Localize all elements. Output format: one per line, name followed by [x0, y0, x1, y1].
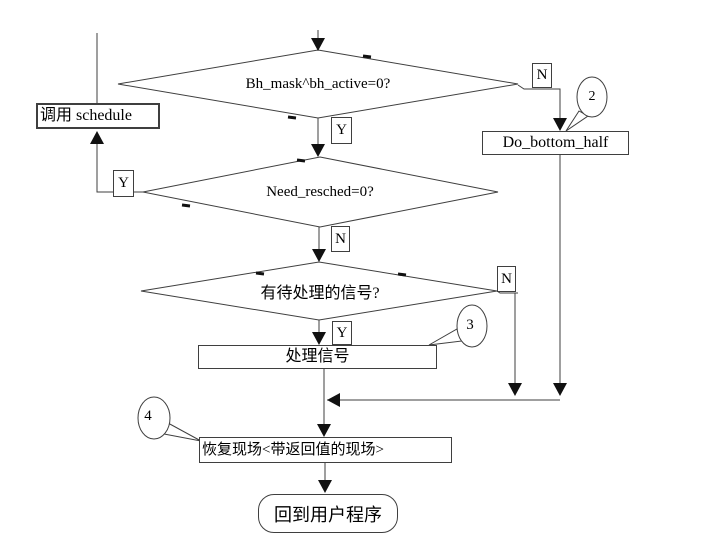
arrow-up-into-schedule — [90, 131, 104, 144]
callout-4-tail — [163, 422, 202, 442]
decision-3-diamond — [140, 261, 498, 321]
arrow-left-merge — [327, 393, 340, 407]
callout-2-number: 2 — [588, 89, 596, 104]
arrow-d3no-to-merge — [508, 383, 522, 396]
arrow-into-terminal — [318, 480, 332, 493]
branch-no-decision-3: N — [497, 266, 516, 292]
decision-1-diamond — [117, 49, 519, 119]
branch-yes-decision-3: Y — [332, 321, 352, 345]
branch-yes-decision-2: Y — [113, 170, 134, 197]
arrow-into-do-bottom-half — [553, 118, 567, 131]
arrow-into-restore — [317, 424, 331, 437]
process-restore-context: 恢复现场<带返回值的现场> — [199, 437, 452, 463]
decision-2-diamond — [142, 156, 499, 228]
shape-handle-marks — [181, 54, 407, 277]
branch-yes-decision-1: Y — [331, 117, 352, 144]
process-handle-signal: 处理信号 — [198, 345, 437, 369]
process-do-bottom-half: Do_bottom_half — [482, 131, 629, 155]
callout-4-balloon — [137, 396, 171, 440]
arrow-into-decision-2 — [311, 144, 325, 157]
arrow-into-decision-1 — [311, 38, 325, 51]
branch-no-decision-1: N — [532, 63, 552, 88]
callout-2-balloon — [576, 76, 608, 118]
terminal-return-to-user: 回到用户程序 — [258, 494, 398, 533]
arrow-into-decision-3 — [312, 249, 326, 262]
connector-d1-no-dobottomhalf — [517, 84, 561, 126]
arrow-into-handle-signal — [312, 332, 326, 345]
arrow-dobottomhalf-to-merge — [553, 383, 567, 396]
process-call-schedule: 调用 schedule — [36, 103, 160, 129]
callout-4-number: 4 — [144, 407, 152, 424]
callout-3-number: 3 — [466, 316, 474, 333]
callout-3-balloon — [456, 304, 488, 348]
branch-no-decision-2: N — [331, 226, 350, 252]
